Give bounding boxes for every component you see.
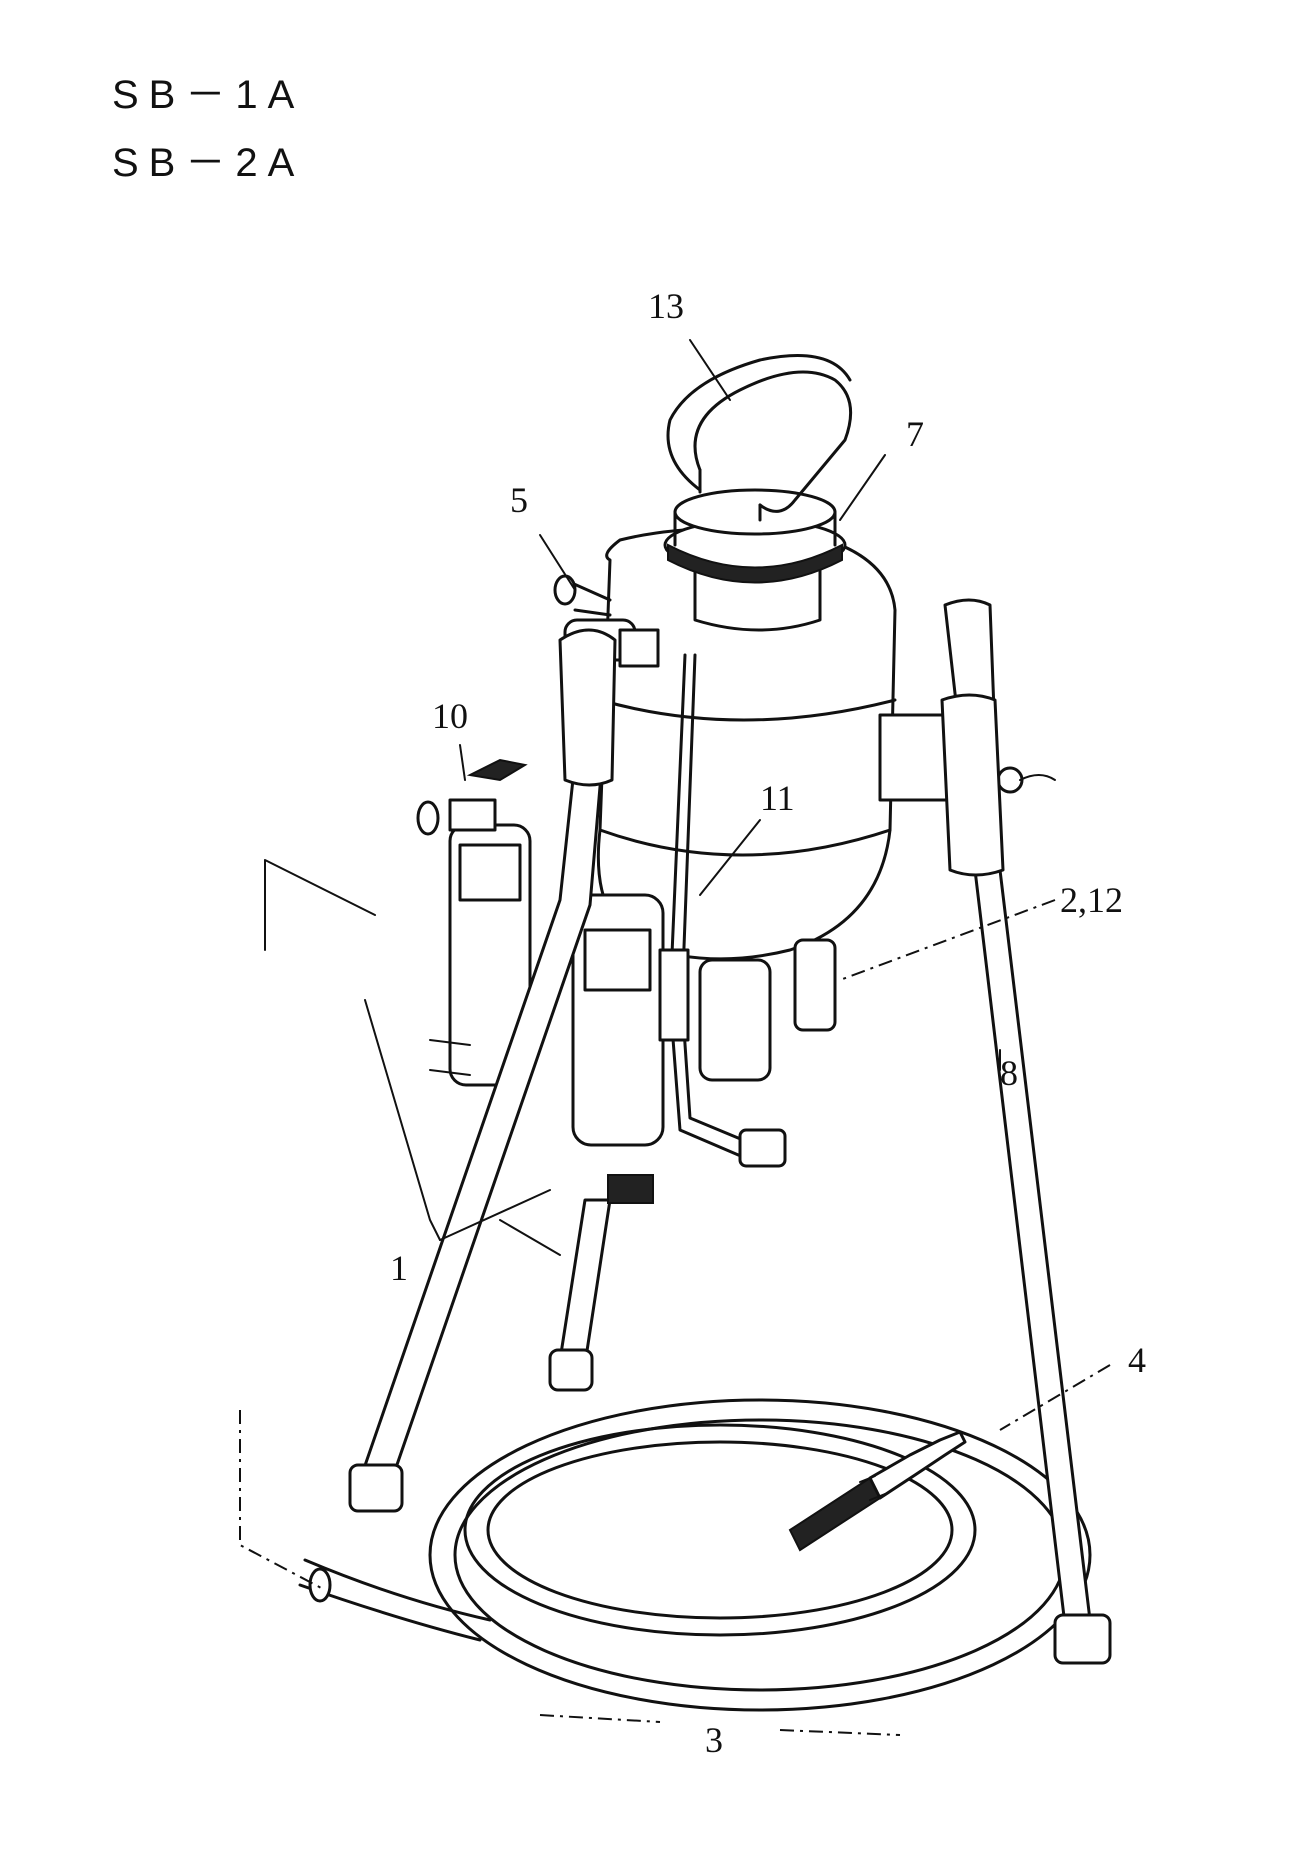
callout-5: 5: [510, 480, 528, 520]
tank-lid: [663, 488, 847, 632]
callout-7: 7: [906, 414, 924, 454]
callout-4: 4: [1128, 1340, 1146, 1380]
air-pipe: [658, 653, 787, 1168]
callout-10: 10: [432, 696, 468, 736]
pressure-tank: [596, 527, 962, 961]
callout-3: 3: [705, 1720, 723, 1760]
model-label-sb1a: SB－1A: [112, 73, 305, 117]
callout-13: 13: [648, 286, 684, 326]
hose-coil: [298, 1398, 1092, 1712]
right-leg: [940, 598, 1112, 1665]
left-leg: [348, 628, 617, 1513]
callout-2-12: 2,12: [1060, 880, 1123, 920]
model-label-sb2a: SB－2A: [112, 141, 305, 185]
rear-leg: [548, 1198, 612, 1392]
callout-11: 11: [760, 778, 795, 818]
callout-1: 1: [390, 1248, 408, 1288]
carry-handle: [666, 354, 853, 522]
hose-nozzle: [788, 1430, 967, 1552]
callout-8: 8: [1000, 1053, 1018, 1093]
leader-lines: [239, 339, 1111, 1736]
